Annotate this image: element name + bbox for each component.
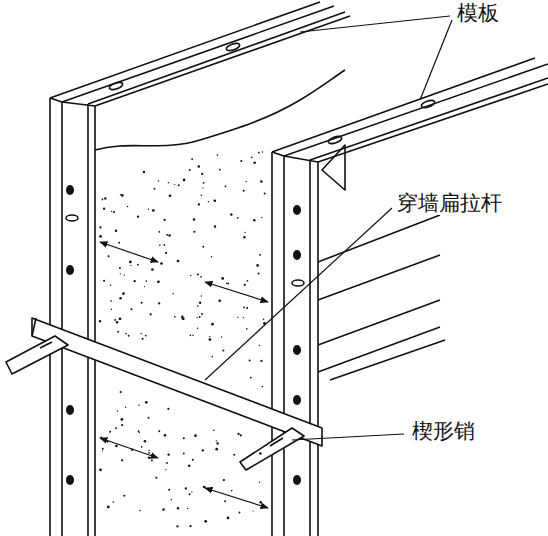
part-label: 穿墙扁拉杆	[395, 192, 504, 215]
part-label: 模板	[455, 2, 501, 25]
part-label: 楔形销	[410, 420, 477, 443]
